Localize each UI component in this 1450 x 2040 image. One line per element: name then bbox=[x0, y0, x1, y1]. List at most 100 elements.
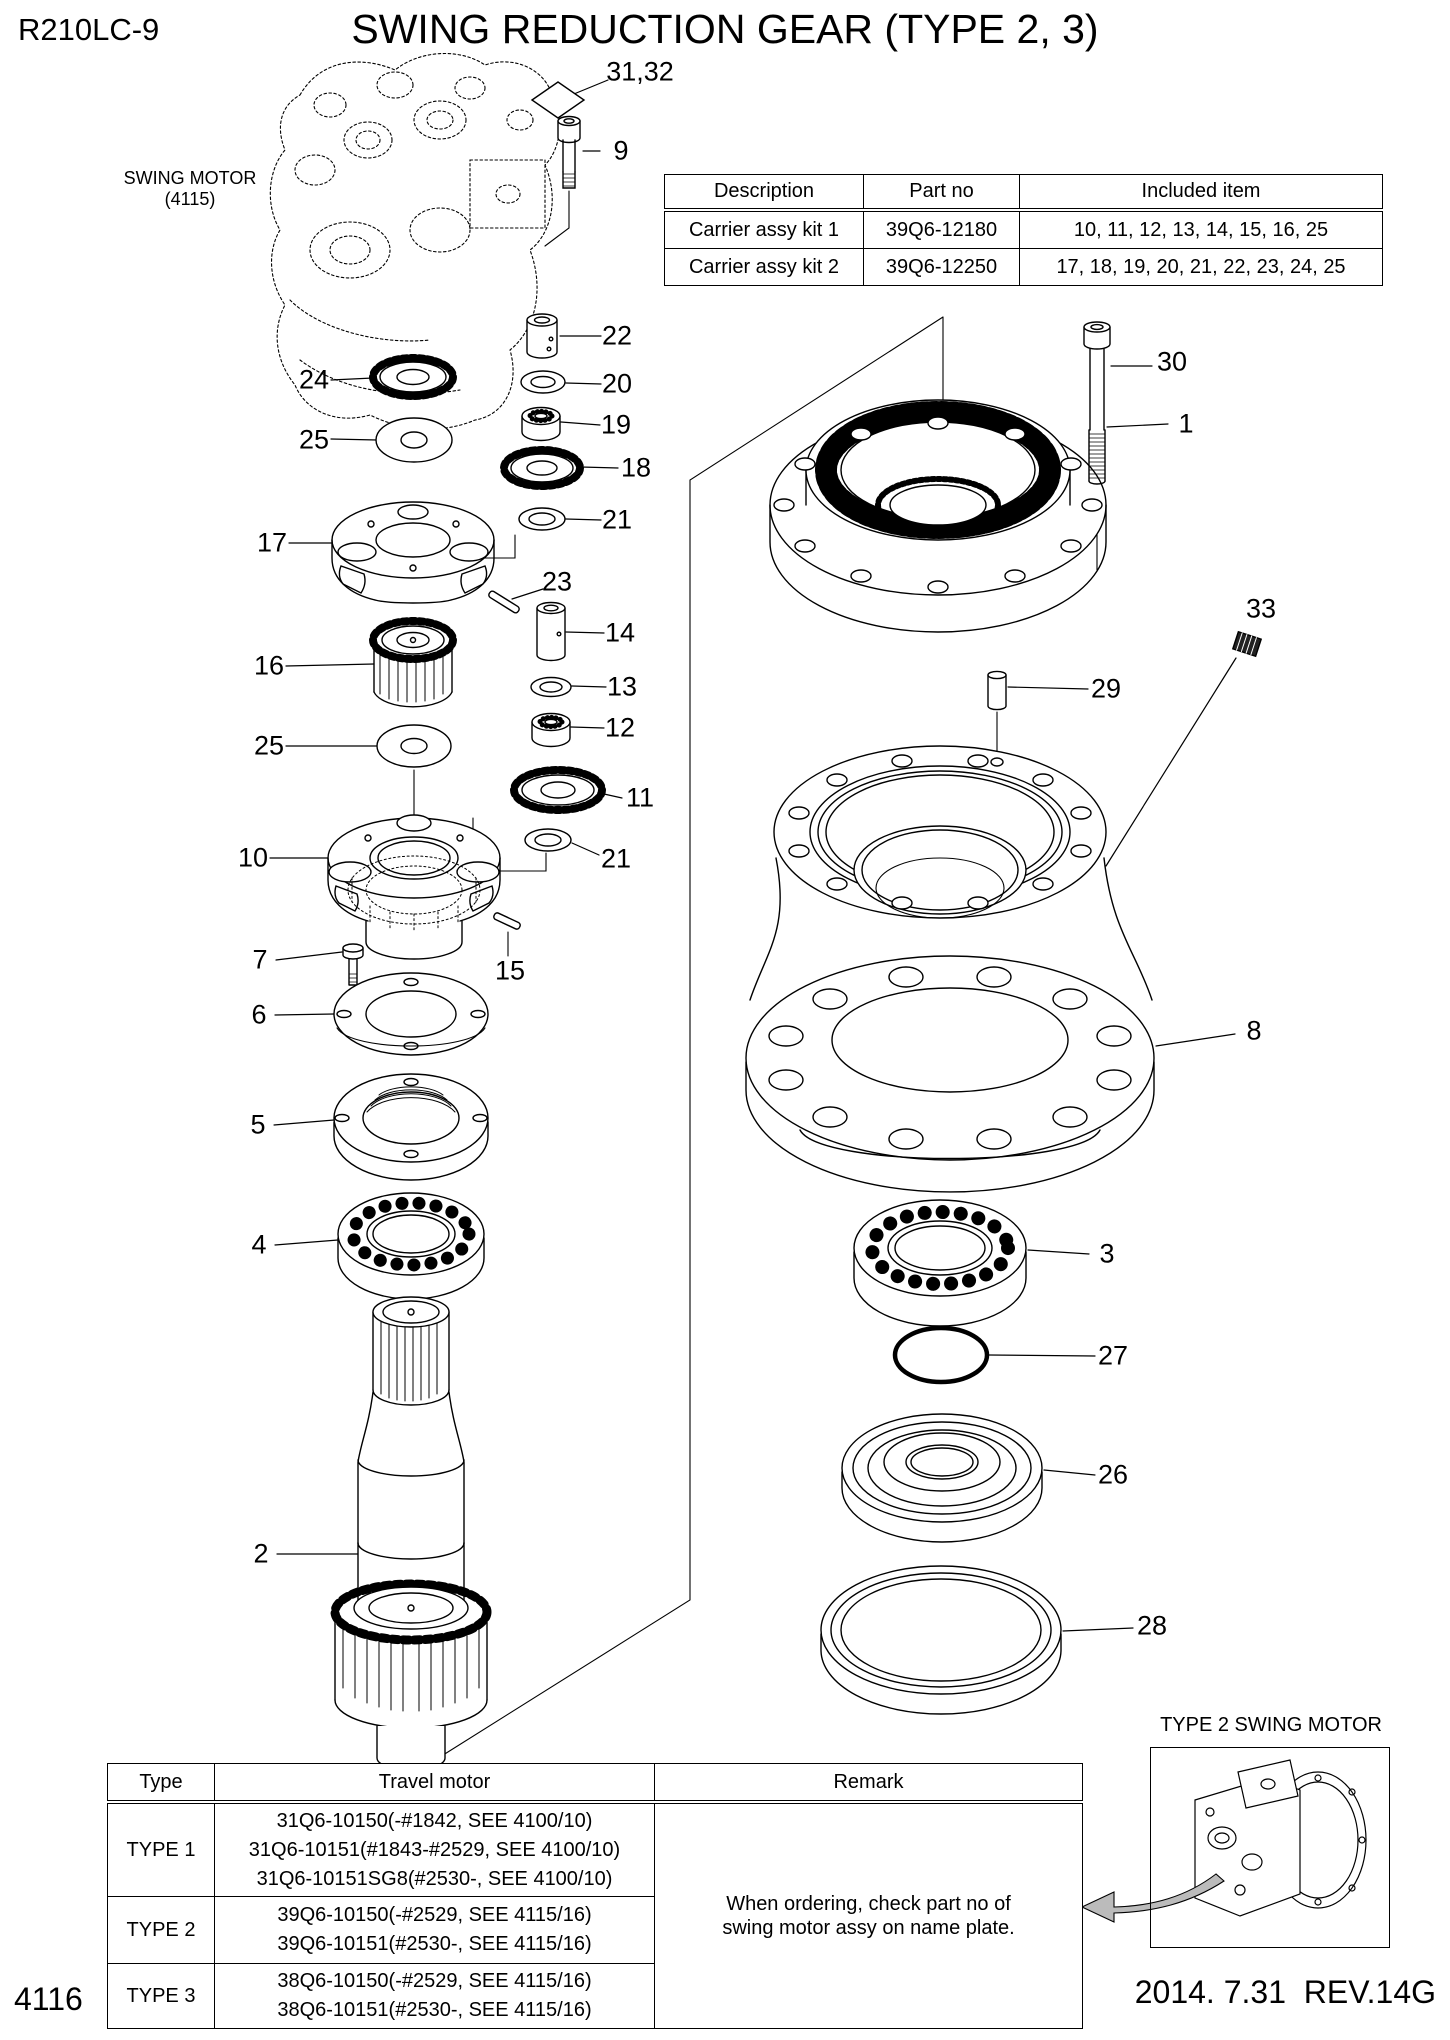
type2-line1: 39Q6-10150(-#2529, SEE 4115/16) bbox=[277, 1904, 592, 1926]
callout-10: 10 bbox=[237, 842, 269, 873]
table-row: Carrier assy kit 2 39Q6-12250 17, 18, 19… bbox=[664, 248, 1383, 286]
swing-motor-label-ref: (4115) bbox=[164, 189, 216, 209]
kit-header-partno: Part no bbox=[863, 174, 1020, 212]
part-7-bolt bbox=[342, 943, 364, 986]
part-23-pin bbox=[488, 590, 520, 614]
part-17-carrier bbox=[331, 501, 495, 604]
table-row: TYPE 2 39Q6-10150(-#2529, SEE 4115/16) 3… bbox=[107, 1896, 1083, 1964]
type2-line2: 39Q6-10151(#2530-, SEE 4115/16) bbox=[277, 1933, 592, 1955]
kit2-description: Carrier assy kit 2 bbox=[664, 248, 864, 286]
part-30-bolt bbox=[1083, 321, 1111, 485]
type1-line2: 31Q6-10151(#1843-#2529, SEE 4100/10) bbox=[248, 1838, 621, 1861]
part-1-ring-gear bbox=[769, 399, 1107, 633]
swing-motor-label-name: SWING MOTOR bbox=[123, 168, 257, 188]
part-8-hub bbox=[745, 745, 1155, 1193]
callout-2: 2 bbox=[253, 1538, 269, 1569]
callout-15: 15 bbox=[494, 955, 526, 986]
callout-31-32: 31,32 bbox=[606, 56, 674, 87]
part-12-bearing bbox=[531, 712, 571, 748]
part-3-bearing bbox=[853, 1199, 1027, 1327]
callout-33: 33 bbox=[1245, 593, 1277, 624]
part-13-washer bbox=[530, 676, 572, 698]
type2-swing-motor-drawing bbox=[1080, 1759, 1367, 1923]
remark-cell: When ordering, check part no of swing mo… bbox=[654, 1801, 1083, 2029]
type1-cell: TYPE 1 bbox=[107, 1801, 215, 1897]
type1-motors: 31Q6-10150(-#1842, SEE 4100/10) 31Q6-101… bbox=[214, 1801, 655, 1897]
part-4-bearing bbox=[337, 1192, 485, 1300]
motor-header-type: Type bbox=[107, 1763, 215, 1804]
page-title: SWING REDUCTION GEAR (TYPE 2, 3) bbox=[351, 6, 1099, 52]
callout-22: 22 bbox=[601, 320, 633, 351]
type1-line3: 31Q6-10151SG8(#2530-, SEE 4100/10) bbox=[256, 1867, 613, 1890]
type2-swing-motor-box bbox=[1150, 1747, 1390, 1948]
type3-cell: TYPE 3 bbox=[107, 1963, 215, 2029]
motor-header-travel: Travel motor bbox=[214, 1763, 655, 1804]
callout-16: 16 bbox=[253, 650, 285, 681]
part-2-shaft bbox=[330, 1296, 492, 1771]
motor-header-remark: Remark bbox=[654, 1763, 1083, 1804]
kit-header-included: Included item bbox=[1019, 174, 1383, 212]
leader-lines bbox=[269, 79, 1237, 1632]
carrier-kit-table: Description Part no Included item Carrie… bbox=[664, 174, 1383, 286]
check-nameplate-arrow bbox=[1080, 1873, 1225, 1923]
part-25-lower bbox=[376, 724, 452, 768]
callout-6: 6 bbox=[251, 999, 267, 1030]
table-row: TYPE 1 31Q6-10150(-#1842, SEE 4100/10) 3… bbox=[107, 1801, 1083, 2029]
callout-3: 3 bbox=[1099, 1238, 1115, 1269]
callout-4: 4 bbox=[251, 1229, 267, 1260]
callout-24: 24 bbox=[298, 364, 330, 395]
callout-19: 19 bbox=[600, 409, 632, 440]
type2-swing-motor-label: TYPE 2 SWING MOTOR bbox=[1160, 1714, 1382, 1736]
type3-motors: 38Q6-10150(-#2529, SEE 4115/16) 38Q6-101… bbox=[214, 1963, 655, 2029]
part-20-washer bbox=[520, 370, 566, 394]
motor-header-row: Type Travel motor Remark bbox=[107, 1763, 1083, 1804]
part-19-bearing bbox=[521, 406, 561, 442]
callout-21-upper: 21 bbox=[601, 504, 633, 535]
part-22 bbox=[526, 313, 558, 359]
part-5-ring-nut bbox=[333, 1073, 489, 1181]
swing-motor-label: SWING MOTOR (4115) bbox=[100, 168, 280, 210]
part-6-plate bbox=[333, 972, 489, 1056]
callout-23: 23 bbox=[541, 566, 573, 597]
callout-29: 29 bbox=[1090, 673, 1122, 704]
callout-8: 8 bbox=[1246, 1015, 1262, 1046]
part-31-32-shim bbox=[530, 81, 586, 119]
part-18-gear bbox=[500, 446, 584, 490]
part-9-bolt bbox=[557, 115, 581, 189]
part-16-gear bbox=[369, 617, 457, 708]
table-row: Carrier assy kit 1 39Q6-12180 10, 11, 12… bbox=[664, 209, 1383, 249]
part-21-lower bbox=[524, 828, 572, 852]
callout-13: 13 bbox=[606, 671, 638, 702]
table-row: TYPE 3 38Q6-10150(-#2529, SEE 4115/16) 3… bbox=[107, 1963, 1083, 2029]
model-code: R210LC-9 bbox=[18, 12, 160, 47]
callout-9: 9 bbox=[613, 135, 629, 166]
callout-26: 26 bbox=[1097, 1459, 1129, 1490]
part-27-oring bbox=[892, 1325, 990, 1385]
callout-1: 1 bbox=[1178, 408, 1194, 439]
part-21-upper bbox=[518, 507, 566, 531]
part-10-carrier bbox=[327, 814, 501, 960]
callout-14: 14 bbox=[604, 617, 636, 648]
kit1-included: 10, 11, 12, 13, 14, 15, 16, 25 bbox=[1019, 209, 1383, 249]
part-15-pin bbox=[493, 912, 521, 930]
remark-line1: When ordering, check part no of bbox=[726, 1893, 1011, 1915]
travel-motor-table: Type Travel motor Remark TYPE 1 31Q6-101… bbox=[107, 1763, 1083, 2029]
type3-line2: 38Q6-10151(#2530-, SEE 4115/16) bbox=[277, 1999, 592, 2021]
callout-21-lower: 21 bbox=[600, 843, 632, 874]
revision-date: 2014. 7.31 REV.14G bbox=[1134, 1974, 1436, 2010]
kit-header-description: Description bbox=[664, 174, 864, 212]
callout-28: 28 bbox=[1136, 1610, 1168, 1641]
part-33-plug bbox=[1231, 630, 1263, 658]
callout-18: 18 bbox=[620, 452, 652, 483]
part-29-pin bbox=[987, 670, 1007, 711]
part-28-ring bbox=[820, 1565, 1062, 1715]
type2-motors: 39Q6-10150(-#2529, SEE 4115/16) 39Q6-101… bbox=[214, 1896, 655, 1964]
kit-header-row: Description Part no Included item bbox=[664, 174, 1383, 212]
type2-cell: TYPE 2 bbox=[107, 1896, 215, 1964]
type1-line1: 31Q6-10150(-#1842, SEE 4100/10) bbox=[276, 1809, 593, 1832]
callout-5: 5 bbox=[250, 1109, 266, 1140]
part-24-gear bbox=[369, 354, 457, 400]
callout-17: 17 bbox=[256, 527, 288, 558]
